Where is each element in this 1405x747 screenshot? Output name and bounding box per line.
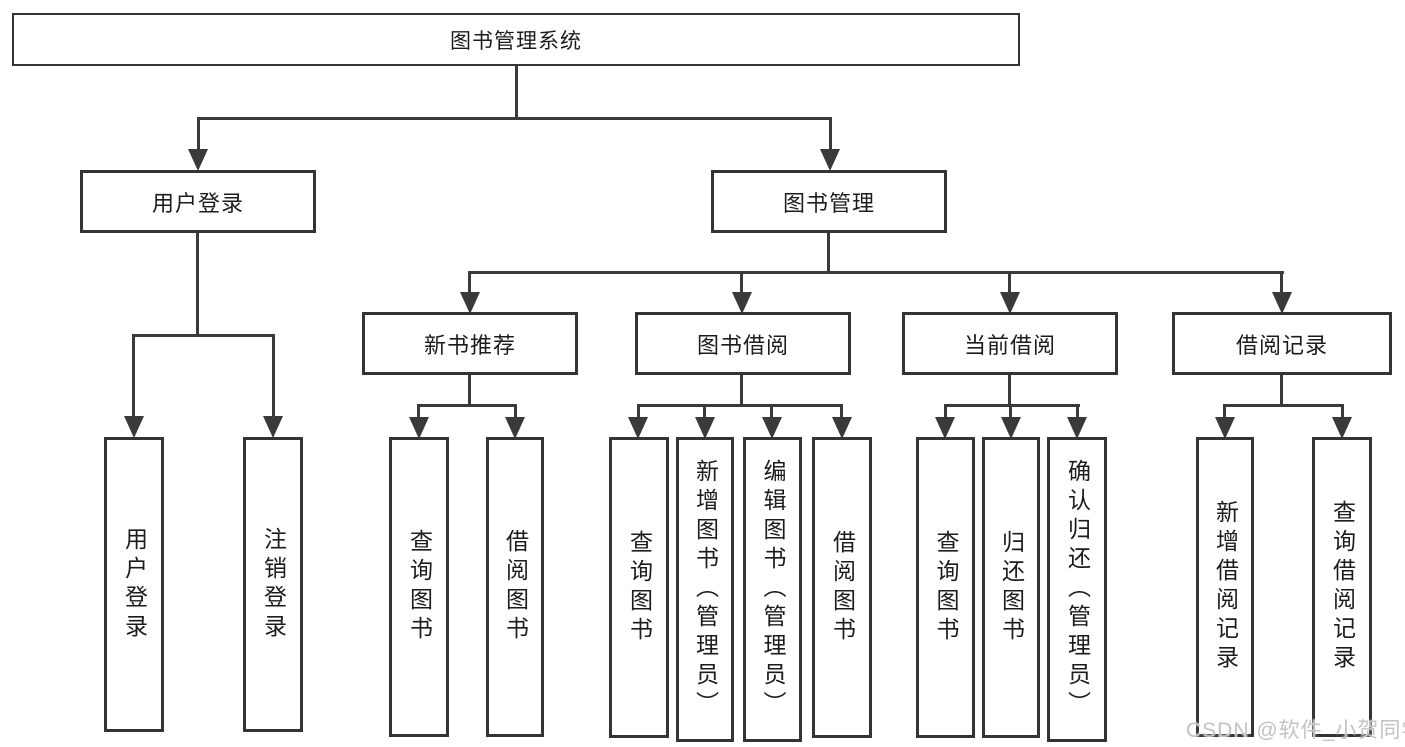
node-label: 图书借阅 (696, 332, 789, 358)
leaf-label: 查询借阅记录 (1329, 500, 1356, 674)
connector-line (1008, 375, 1011, 406)
connector-line (829, 119, 832, 151)
connector-line (637, 406, 640, 418)
connector-line (132, 334, 275, 337)
leaf-query-books-3: 查询图书 (916, 437, 975, 738)
connector-line (637, 404, 843, 407)
connector-line (827, 233, 830, 273)
leaf-query-books-2: 查询图书 (609, 437, 669, 738)
connector-line (1280, 375, 1283, 406)
leaf-add-book-admin: 新增图书（管理员） (676, 437, 734, 742)
node-user-login: 用户登录 (80, 170, 316, 233)
arrowhead-down-icon (1215, 417, 1235, 439)
arrowhead-down-icon (1001, 417, 1021, 439)
arrowhead-down-icon (695, 417, 715, 439)
leaf-label: 借阅图书 (829, 529, 856, 646)
connector-line (1341, 406, 1344, 418)
connector-line (417, 404, 517, 407)
arrowhead-down-icon (1332, 417, 1352, 439)
arrowhead-down-icon (832, 417, 852, 439)
arrowhead-down-icon (1272, 292, 1292, 314)
arrowhead-down-icon (935, 417, 955, 439)
node-label: 借阅记录 (1235, 332, 1328, 358)
node-label: 新书推荐 (423, 332, 516, 358)
node-new-book-recommend: 新书推荐 (362, 312, 578, 375)
arrowhead-down-icon (628, 417, 648, 439)
leaf-label: 归还图书 (998, 529, 1025, 646)
node-current-borrow: 当前借阅 (902, 312, 1118, 375)
connector-line (944, 406, 947, 418)
connector-line (468, 271, 1284, 274)
leaf-confirm-return-admin: 确认归还（管理员） (1047, 437, 1107, 742)
connector-line (197, 117, 832, 120)
leaf-label: 编辑图书（管理员） (760, 459, 786, 720)
node-borrow-records: 借阅记录 (1172, 312, 1392, 375)
leaf-label: 新增借阅记录 (1212, 500, 1239, 674)
arrowhead-down-icon (732, 292, 752, 314)
arrowhead-down-icon (762, 417, 782, 439)
connector-line (703, 406, 706, 418)
node-label: 图书管理系统 (450, 29, 582, 53)
leaf-return-book: 归还图书 (982, 437, 1040, 738)
connector-line (1076, 406, 1079, 418)
leaf-label: 新增图书（管理员） (692, 459, 719, 720)
connector-line (132, 336, 135, 418)
node-book-management: 图书管理 (711, 170, 947, 233)
watermark: CSDN @软件_小贺同学 (1186, 719, 1405, 742)
connector-line (468, 273, 471, 297)
arrowhead-down-icon (460, 292, 480, 314)
node-label: 图书管理 (782, 190, 875, 216)
connector-line (417, 406, 420, 418)
connector-line (770, 406, 773, 418)
connector-line (1280, 273, 1283, 297)
leaf-label: 确认归还（管理员） (1064, 459, 1091, 720)
connector-line (1009, 406, 1012, 418)
connector-line (1008, 273, 1011, 297)
connector-line (740, 375, 743, 406)
leaf-label: 用户登录 (121, 526, 148, 643)
leaf-add-borrow-record: 新增借阅记录 (1196, 437, 1254, 737)
connector-line (272, 336, 275, 418)
node-root: 图书管理系统 (12, 13, 1020, 66)
leaf-label: 借阅图书 (502, 529, 529, 645)
connector-line (197, 119, 200, 151)
leaf-query-borrow-record: 查询借阅记录 (1312, 437, 1372, 737)
leaf-edit-book-admin: 编辑图书（管理员） (743, 437, 802, 742)
arrowhead-down-icon (124, 416, 144, 438)
arrowhead-down-icon (1000, 292, 1020, 314)
leaf-query-books-1: 查询图书 (389, 437, 449, 737)
connector-line (740, 273, 743, 297)
arrowhead-down-icon (820, 149, 840, 171)
node-label: 用户登录 (151, 190, 244, 216)
connector-line (514, 406, 517, 418)
arrowhead-down-icon (188, 149, 208, 171)
connector-line (1223, 404, 1344, 407)
connector-line (840, 406, 843, 418)
leaf-label: 注销登录 (260, 526, 287, 643)
connector-line (515, 66, 518, 119)
connector-line (1223, 406, 1226, 418)
leaf-borrow-books-2: 借阅图书 (812, 437, 872, 738)
arrowhead-down-icon (1067, 417, 1087, 439)
leaf-borrow-books-1: 借阅图书 (486, 437, 544, 737)
arrowhead-down-icon (505, 417, 525, 439)
connector-line (944, 404, 1080, 407)
leaf-label: 查询图书 (626, 529, 653, 646)
connector-line (468, 375, 471, 406)
connector-line (196, 233, 199, 336)
leaf-label: 查询图书 (933, 529, 959, 646)
leaf-user-login: 用户登录 (104, 437, 164, 732)
arrowhead-down-icon (409, 417, 429, 439)
leaf-label: 查询图书 (406, 529, 433, 645)
arrowhead-down-icon (263, 416, 283, 438)
node-book-borrow: 图书借阅 (635, 312, 851, 375)
leaf-logout: 注销登录 (243, 437, 303, 732)
node-label: 当前借阅 (963, 332, 1056, 358)
